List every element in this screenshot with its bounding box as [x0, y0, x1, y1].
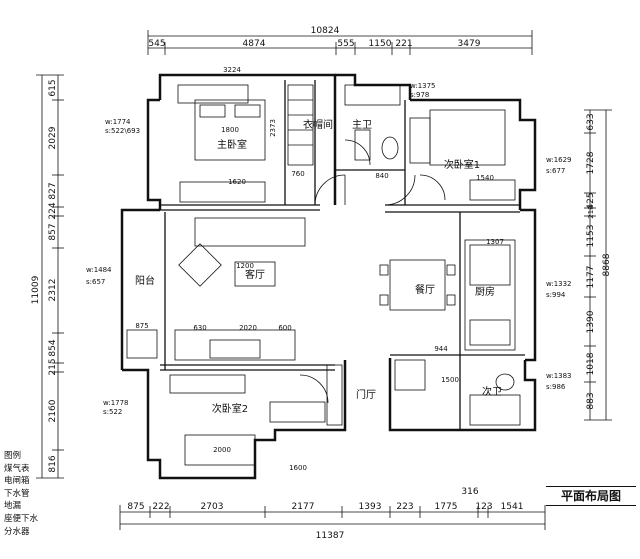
left-dim-1: 615	[48, 79, 58, 96]
legend-item-electric-box: 电闸箱	[4, 476, 30, 487]
room-second-bedroom-2: 次卧室2	[212, 402, 248, 415]
bed1-window-s: s:677	[546, 167, 565, 175]
room-master-bedroom: 主卧室	[217, 138, 247, 151]
legend-item-floor-drain: 地漏	[4, 501, 22, 512]
left-dim-5: 857	[48, 223, 58, 240]
doors	[299, 139, 446, 404]
top-total-dim: 10824	[311, 26, 340, 36]
right-dimensions	[584, 109, 612, 421]
bath-window-s: s:978	[410, 91, 429, 99]
bed2-window-s: s:522	[103, 408, 122, 416]
room-second-bath: 次卫	[482, 385, 502, 398]
right-dim-3: 425	[586, 192, 596, 209]
right-dim-6: 1177	[586, 266, 596, 289]
inner-dim-1307: 1307	[486, 238, 504, 246]
left-dim-7: 854	[48, 339, 58, 356]
inner-dim-2000: 2000	[213, 446, 231, 454]
right-dim-7: 1390	[586, 310, 596, 333]
inner-dim-630: 630	[193, 324, 206, 332]
legend-item-toilet-drain: 座便下水	[4, 513, 39, 524]
walls	[120, 73, 537, 480]
legend-item-drain-pipe: 下水管	[4, 488, 30, 499]
top-dim-4: 1150	[369, 39, 392, 49]
balcony-window-s: s:657	[86, 278, 105, 286]
top-dim-6: 3479	[458, 39, 481, 49]
bottom-dim-2: 222	[152, 502, 169, 512]
bottom-dimensions	[119, 505, 546, 530]
furniture	[126, 84, 521, 466]
master-window-w: w:1774	[105, 118, 131, 126]
inner-dim-2373: 2373	[269, 119, 277, 137]
inner-dim-600: 600	[278, 324, 291, 332]
bottom-dim-4: 2177	[292, 502, 315, 512]
room-dining: 餐厅	[415, 283, 435, 296]
bottom-dim-6: 223	[396, 502, 413, 512]
inner-dim-2020: 2020	[239, 324, 257, 332]
room-master-bath: 主卫	[352, 119, 372, 131]
bath2-window-w: w:1383	[546, 372, 572, 380]
legend-heading: 图例	[4, 451, 22, 461]
inner-dim-1600: 1600	[289, 464, 307, 472]
left-dim-8: 215	[48, 358, 58, 375]
inner-dim-944: 944	[434, 345, 448, 353]
inner-dim-1540: 1540	[476, 174, 494, 182]
kitchen-window-s: s:994	[546, 291, 566, 299]
bottom-dim-9: 1541	[501, 502, 524, 512]
legend: 图例 煤气表 电闸箱 下水管 地漏 座便下水 分水器	[4, 450, 74, 538]
page-title: 平面布局图	[546, 486, 636, 506]
bottom-dim-3: 2703	[201, 502, 224, 512]
inner-dim-1800: 1800	[221, 126, 239, 134]
master-window-s: s:522\693	[105, 127, 140, 135]
left-dim-4: 224	[48, 202, 58, 219]
kitchen-window-w: w:1332	[546, 280, 572, 288]
room-kitchen: 厨房	[475, 285, 495, 298]
top-dim-1: 545	[148, 39, 165, 49]
bottom-dim-8: 123	[475, 502, 492, 512]
bath-window-w: w:1375	[410, 82, 436, 90]
right-dim-9: 883	[586, 392, 596, 409]
right-dim-2: 1728	[586, 151, 596, 174]
left-dim-3: 827	[48, 182, 58, 199]
inner-dim-3224: 3224	[223, 66, 241, 74]
top-dim-2: 4874	[243, 39, 266, 49]
room-closet: 衣帽间	[303, 118, 333, 131]
left-dim-9: 2160	[48, 399, 58, 422]
bottom-dim-7: 1775	[435, 502, 458, 512]
bottom-total-dim: 11387	[316, 531, 345, 541]
bottom-dim-5: 1393	[359, 502, 382, 512]
top-dim-3: 555	[337, 39, 354, 49]
right-dim-5: 1153	[586, 225, 596, 248]
room-foyer: 门厅	[356, 388, 376, 401]
top-dim-5: 221	[395, 39, 412, 49]
legend-item-water-divider: 分水器	[4, 526, 30, 537]
inner-dim-760: 760	[291, 170, 304, 178]
left-dim-2: 2029	[48, 126, 58, 149]
room-second-bedroom-1: 次卧室1	[444, 158, 480, 171]
bed2-window-w: w:1778	[103, 399, 129, 407]
inner-dim-1200: 1200	[236, 262, 254, 270]
room-balcony: 阳台	[135, 274, 155, 287]
right-total-dim: 8868	[602, 253, 612, 276]
left-dimensions	[36, 74, 64, 479]
inner-dim-1620: 1620	[228, 178, 246, 186]
bath2-window-s: s:986	[546, 383, 566, 391]
bed1-window-w: w:1629	[546, 156, 572, 164]
legend-item-gas-meter: 煤气表	[4, 463, 30, 474]
inner-dim-1500: 1500	[441, 376, 459, 384]
room-living: 客厅	[245, 268, 265, 281]
right-dim-4: 213	[587, 205, 595, 218]
bottom-dim-1: 875	[127, 502, 144, 512]
right-dim-1: 633	[586, 113, 596, 130]
inner-dim-875: 875	[135, 322, 148, 330]
left-dim-6: 2312	[48, 279, 58, 302]
balcony-window-w: w:1484	[86, 266, 112, 274]
right-dim-8: 1018	[586, 352, 596, 375]
bottom-extra-dim: 316	[461, 487, 478, 497]
left-total-dim: 11009	[31, 275, 41, 304]
inner-dim-840: 840	[375, 172, 388, 180]
interior-walls	[160, 80, 525, 430]
top-dimensions	[147, 30, 533, 55]
left-dim-10: 816	[48, 455, 58, 472]
